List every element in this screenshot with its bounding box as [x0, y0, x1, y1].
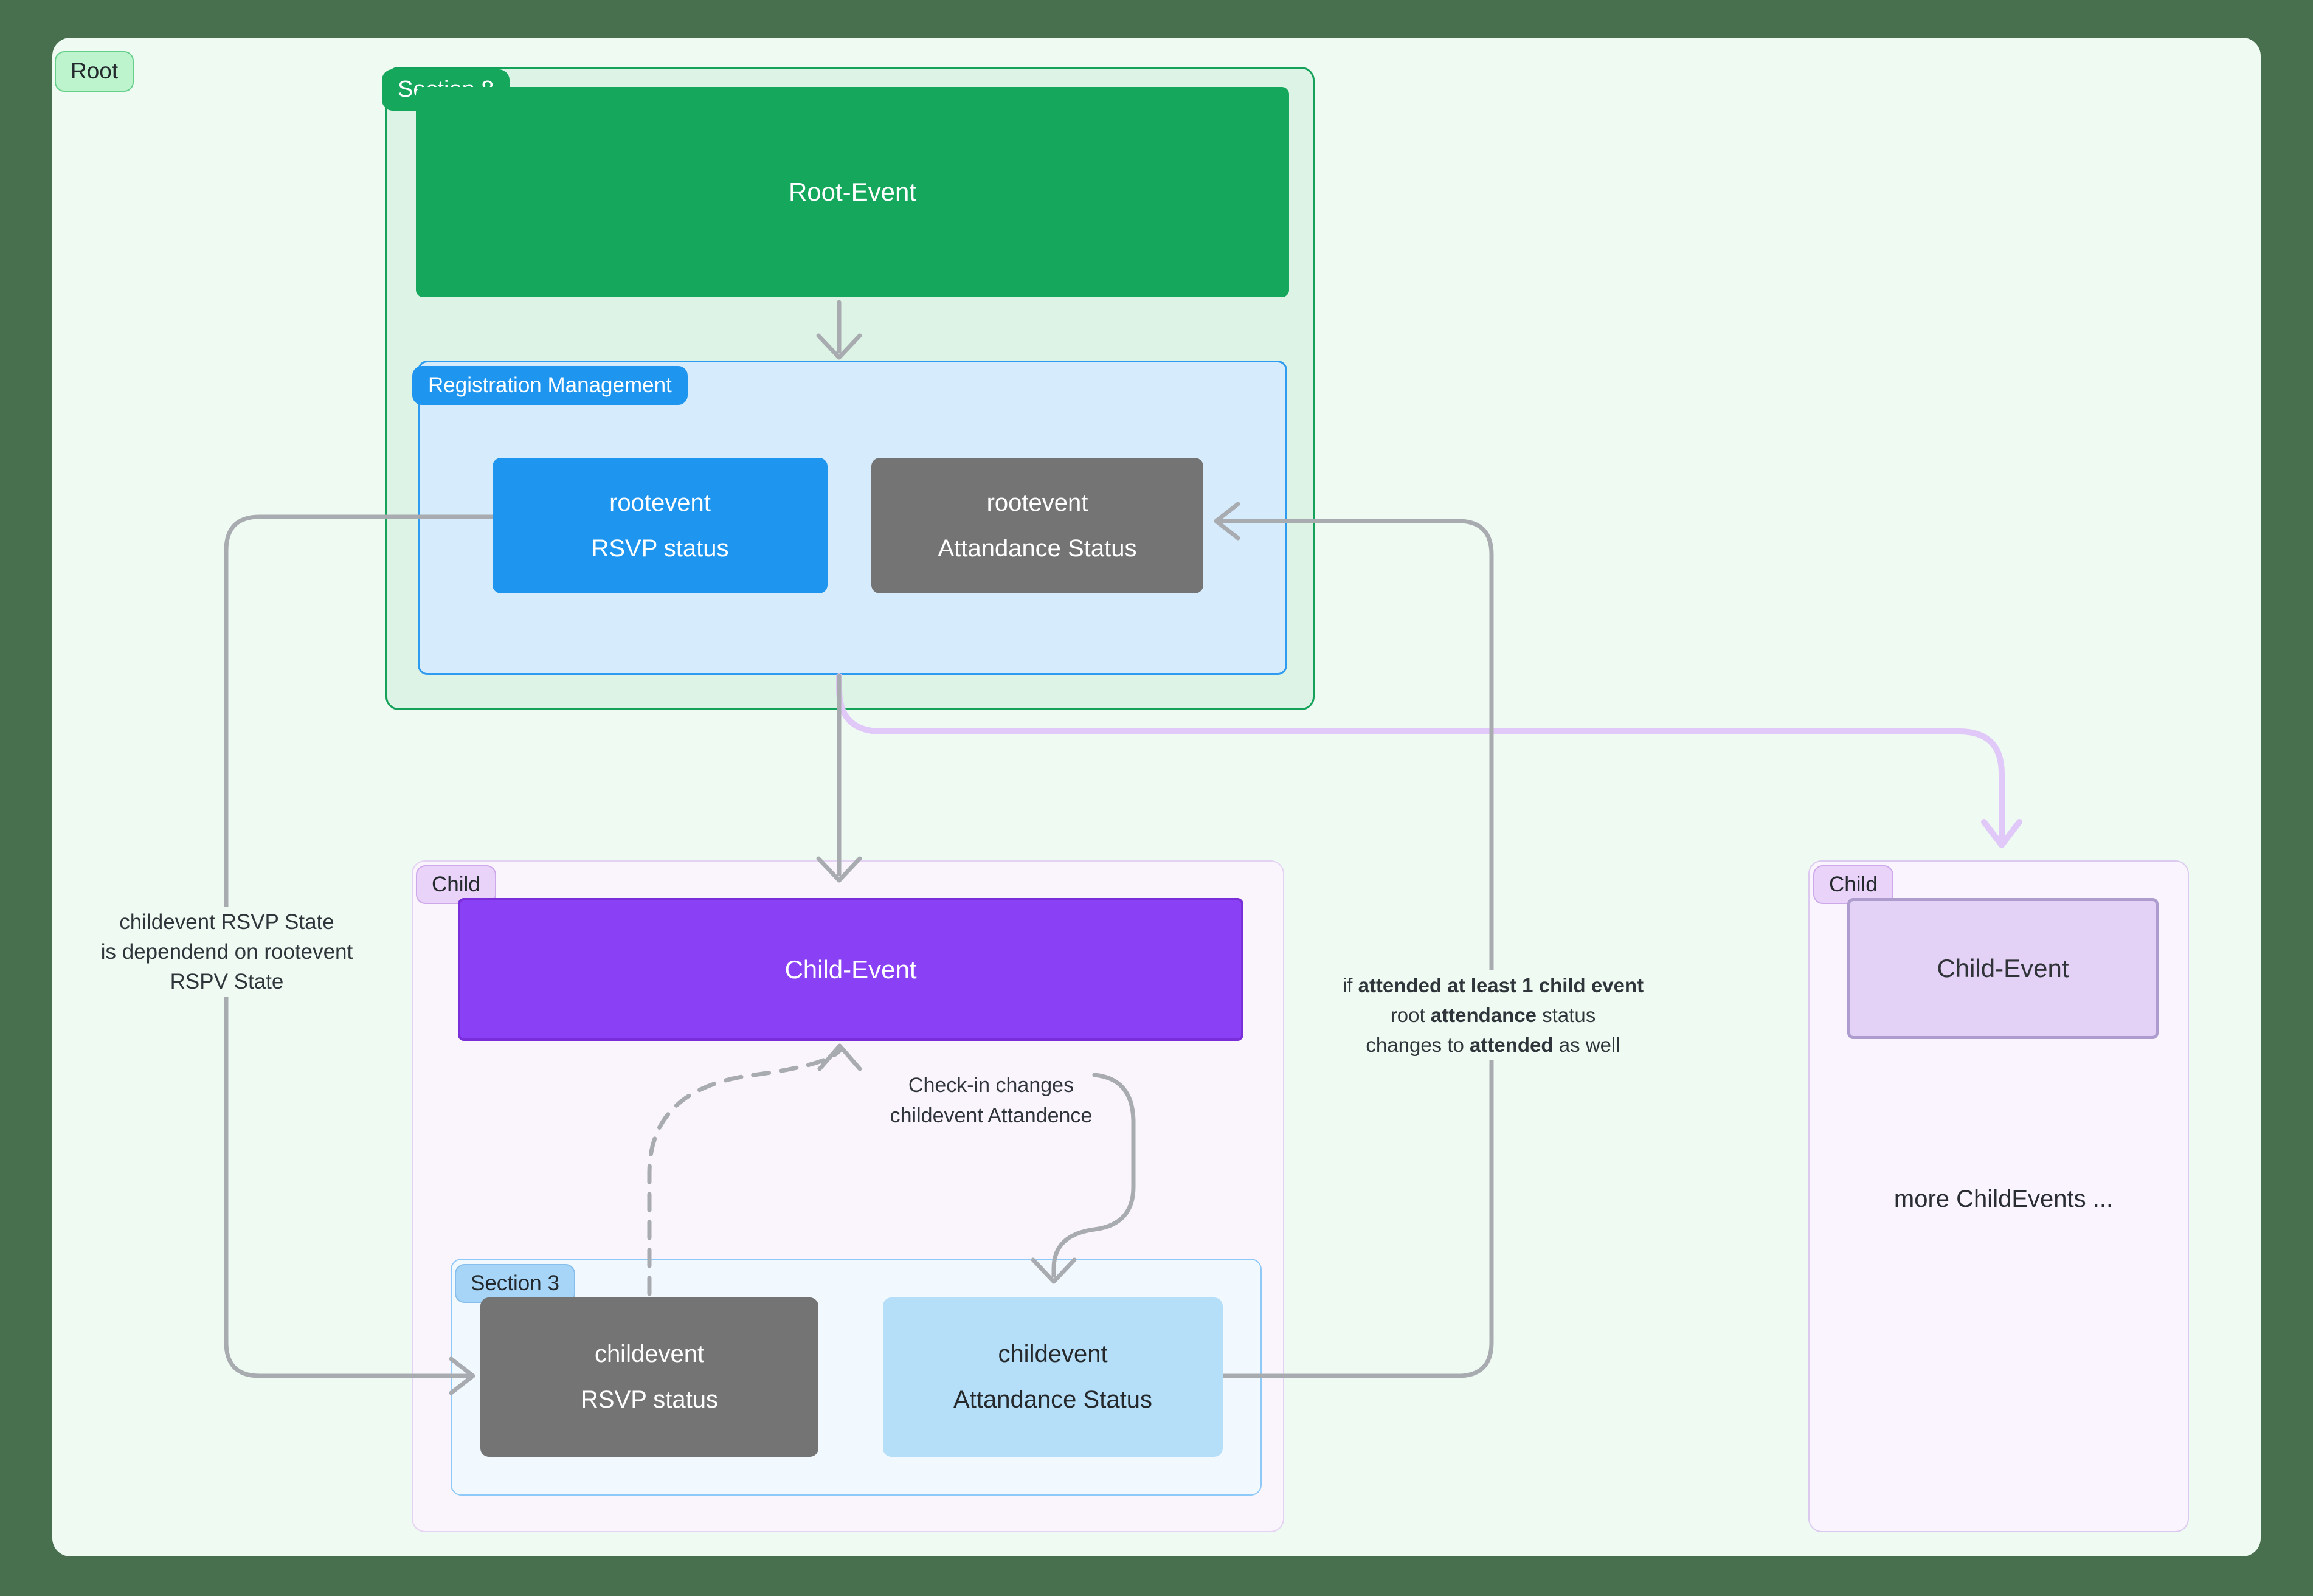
- section3-badge: Section 3: [455, 1264, 575, 1304]
- arrow-registration-to-childevent: [816, 674, 862, 883]
- dependency-note-line2: is dependend on rootevent: [100, 940, 353, 964]
- childevent-rsvp-node: childevent RSVP status: [480, 1297, 818, 1457]
- attended-note-line1: if attended at least 1 child event: [1342, 974, 1644, 997]
- childevent-rsvp-line1: childevent: [594, 1341, 705, 1367]
- arrow-checkin-dashed: [647, 1043, 862, 1296]
- rootevent-rsvp-line1: rootevent: [609, 489, 711, 516]
- arrow-attendance-propagation: [1214, 502, 1494, 1378]
- child-event-label: Child-Event: [784, 955, 917, 984]
- attended-note-line2: root attendance status: [1390, 1004, 1596, 1026]
- child-event-node-right: Child-Event: [1847, 898, 2159, 1039]
- checkin-note-line1: Check-in changes: [908, 1074, 1074, 1097]
- rootevent-att-line2: Attandance Status: [938, 534, 1137, 562]
- child-event-right-label: Child-Event: [1937, 954, 2069, 983]
- attended-note-line3: changes to attended as well: [1366, 1034, 1620, 1056]
- rootevent-rsvp-node: rootevent RSVP status: [493, 458, 828, 593]
- child-badge-left: Child: [416, 865, 496, 905]
- childevent-att-line2: Attandance Status: [953, 1386, 1152, 1413]
- checkin-note: Check-in changes childevent Attandence: [863, 1070, 1119, 1131]
- more-childevents-label: more ChildEvents ...: [1893, 1186, 2114, 1212]
- arrow-checkin-to-attendance: [1031, 1073, 1136, 1284]
- childevent-att-line1: childevent: [998, 1341, 1108, 1367]
- rootevent-attendance-node: rootevent Attandance Status: [871, 458, 1203, 593]
- root-badge: Root: [55, 51, 134, 92]
- checkin-note-line2: childevent Attandence: [890, 1104, 1093, 1127]
- root-event-label: Root-Event: [788, 178, 917, 206]
- arrow-to-more-childevents: [836, 673, 2022, 848]
- dependency-note-line1: childevent RSVP State: [119, 910, 334, 934]
- child-event-node: Child-Event: [458, 898, 1243, 1041]
- attended-note: if attended at least 1 child event root …: [1336, 970, 1650, 1060]
- root-event-node: Root-Event: [416, 87, 1289, 297]
- dependency-note-line3: RSPV State: [170, 970, 284, 993]
- arrow-rootevent-to-registration: [816, 300, 862, 360]
- rsvp-dependency-note: childevent RSVP State is dependend on ro…: [78, 907, 376, 997]
- childevent-attendance-node: childevent Attandance Status: [883, 1297, 1223, 1457]
- childevent-rsvp-line2: RSVP status: [580, 1386, 719, 1413]
- registration-management-badge: Registration Management: [412, 366, 688, 406]
- rootevent-rsvp-line2: RSVP status: [591, 534, 729, 562]
- rootevent-att-line1: rootevent: [986, 489, 1088, 516]
